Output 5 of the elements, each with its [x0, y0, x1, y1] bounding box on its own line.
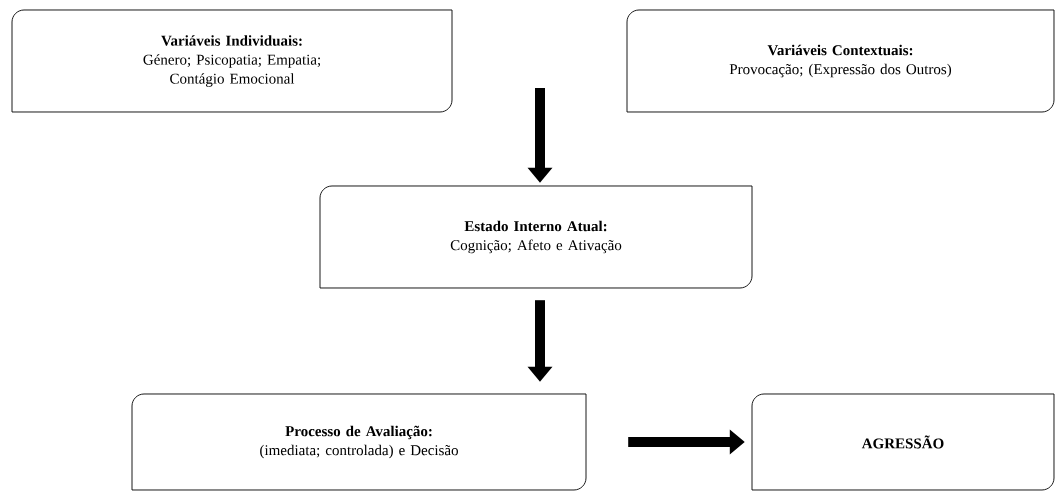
- text-box: AGRESSÃO: [751, 393, 1055, 491]
- text-box: Estado Interno Atual: Cognição; Afeto e Ativação: [319, 185, 753, 289]
- text-box: Variáveis Individuais: Género; Psicopatia; Empatia; Contágio Emocional: [11, 9, 453, 113]
- text-box: Processo de Avaliação: (imediata; controlada) e Decisão: [131, 393, 587, 491]
- text-box: Variáveis Contextuais: Provocação; (Expressão dos Outros): [626, 9, 1055, 113]
